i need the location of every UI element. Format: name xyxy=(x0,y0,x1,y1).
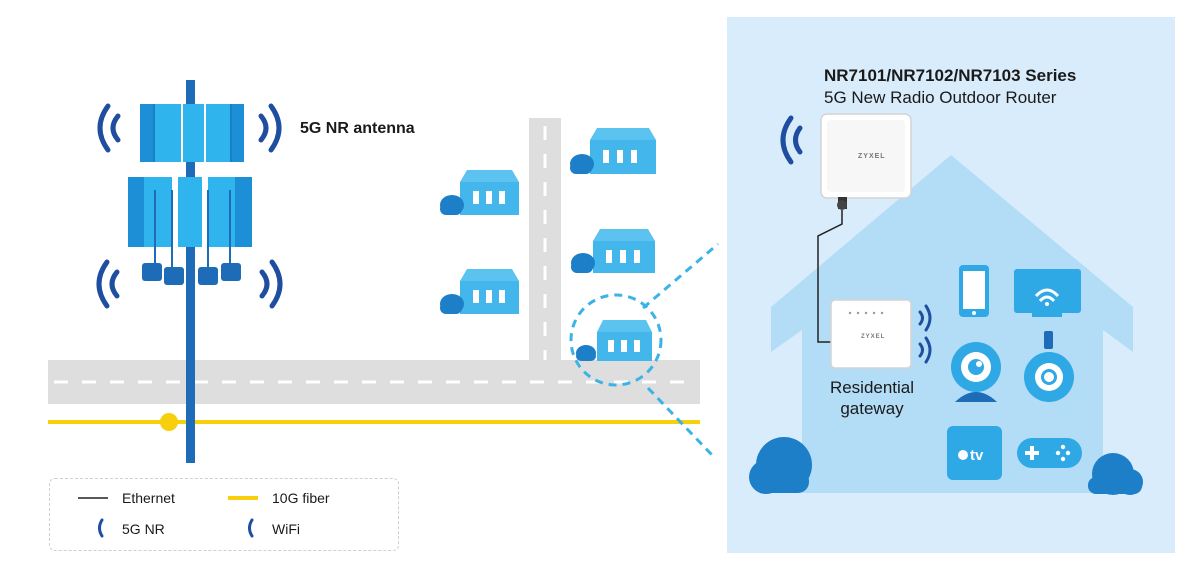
nr-signal-icon xyxy=(96,103,283,309)
legend-5g-nr: 5G NR xyxy=(122,521,165,537)
smart-tv-icon xyxy=(1014,269,1081,317)
game-controller-icon xyxy=(1017,438,1082,468)
router-brand: ZYXEL xyxy=(858,153,886,160)
building-2 xyxy=(440,170,519,215)
chromecast-icon xyxy=(1024,331,1074,402)
legend-wifi: WiFi xyxy=(272,521,300,537)
cloud-right xyxy=(1088,453,1143,495)
cloud-left xyxy=(749,437,812,494)
antenna-label: 5G NR antenna xyxy=(300,120,415,137)
gateway-label-line2: gateway xyxy=(840,399,904,418)
antenna-array-lower xyxy=(128,177,252,285)
router-nr-signal-icon xyxy=(780,115,803,165)
gateway-label-line1: Residential xyxy=(829,378,915,397)
building-highlighted xyxy=(576,320,652,361)
building-4 xyxy=(440,269,519,314)
house-shape xyxy=(771,155,1133,493)
fiber-node xyxy=(160,413,178,431)
zoom-indicator xyxy=(569,242,719,457)
building-1 xyxy=(570,128,656,174)
legend: Ethernet 10G fiber 5G NR WiFi xyxy=(49,478,399,551)
gateway-brand: ZYXEL xyxy=(861,334,886,340)
legend-ethernet: Ethernet xyxy=(122,490,175,506)
antenna-mast xyxy=(186,80,195,463)
router-subtitle: 5G New Radio Outdoor Router xyxy=(824,88,1057,107)
antenna-array-upper xyxy=(140,104,244,162)
gateway-wifi-icon xyxy=(918,304,932,364)
legend-symbols xyxy=(78,496,258,538)
road-network xyxy=(48,118,700,404)
apple-tv-icon: tv xyxy=(947,426,1002,480)
legend-fiber: 10G fiber xyxy=(272,490,330,506)
ethernet-cable xyxy=(817,210,843,343)
outdoor-router xyxy=(820,113,912,210)
building-3 xyxy=(571,229,655,273)
router-title: NR7101/NR7102/NR7103 Series xyxy=(824,66,1077,85)
apple-tv-label: tv xyxy=(970,447,984,464)
smartphone-icon xyxy=(959,265,989,317)
residential-gateway xyxy=(830,299,912,369)
webcam-icon xyxy=(951,342,1001,402)
